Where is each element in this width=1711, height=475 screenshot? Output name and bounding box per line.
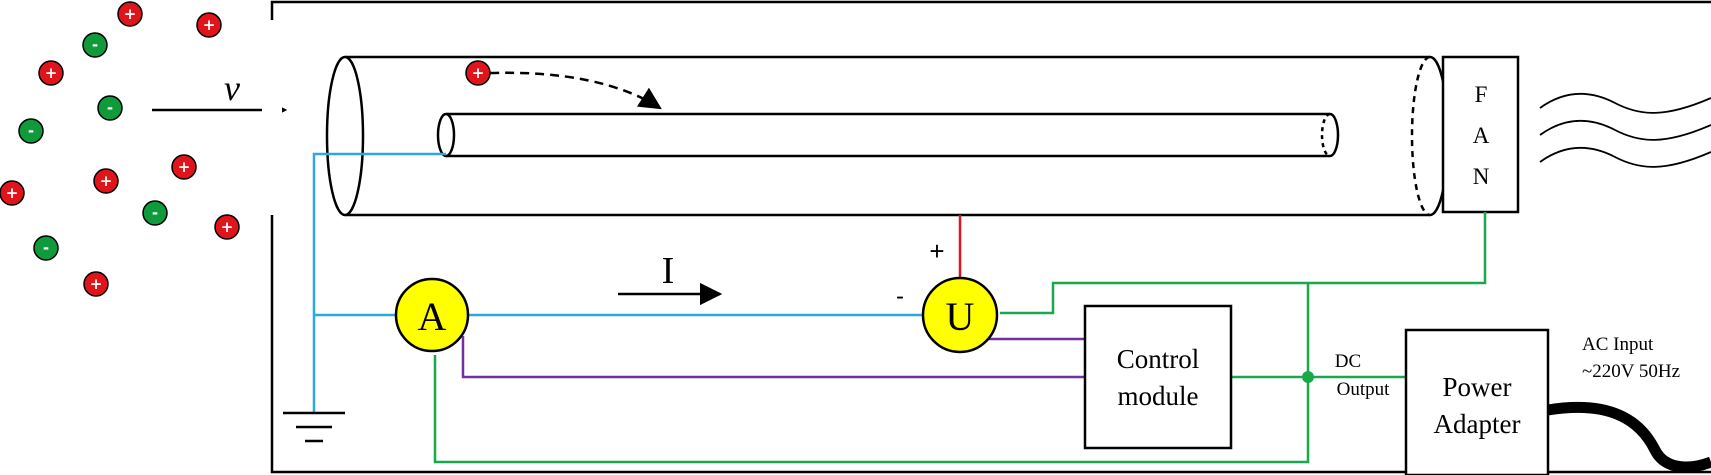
ion-sign: - xyxy=(107,99,113,117)
inner-cylinder-hidden-edge xyxy=(1320,112,1331,158)
ion-sign: + xyxy=(100,172,113,190)
positive-ion: + xyxy=(93,168,119,194)
control-module-line2: module xyxy=(1118,381,1199,411)
fan-box xyxy=(1441,55,1520,214)
ion-sign: - xyxy=(92,36,98,54)
outer-cylinder-hidden-edge xyxy=(1410,55,1431,217)
voltage-source xyxy=(921,276,999,354)
signal-wiring xyxy=(312,152,922,413)
voltage-source-label: U xyxy=(946,294,975,339)
inner-cylinder-outlet xyxy=(1329,112,1340,158)
ammeter xyxy=(394,277,470,353)
power-adapter-line1: Power xyxy=(1443,372,1512,402)
dc-output-line2: Output xyxy=(1337,379,1391,400)
dc-output-line1: DC xyxy=(1335,351,1361,372)
ion-sign: + xyxy=(90,275,103,293)
positive-ion: + xyxy=(171,154,197,180)
ion-sign: - xyxy=(43,239,49,257)
junction-dot xyxy=(1302,371,1314,383)
ion-sign: + xyxy=(124,5,137,23)
fan-letter-n: N xyxy=(1473,164,1490,189)
control-module-line1: Control xyxy=(1117,344,1200,374)
enclosure-box xyxy=(270,0,1711,474)
exhaust-wave-3 xyxy=(1539,146,1711,168)
negative-ion: - xyxy=(18,118,44,144)
negative-ion: - xyxy=(142,200,168,226)
fan-letter-f: F xyxy=(1475,82,1488,107)
minus-terminal-label: - xyxy=(896,283,904,310)
control-module-box xyxy=(1083,304,1233,450)
air-inlet-gap xyxy=(262,20,282,215)
ion-sign: + xyxy=(203,16,216,34)
ground-symbol xyxy=(283,411,345,443)
negative-ion: - xyxy=(82,32,108,58)
current-label: I xyxy=(662,250,675,292)
ion-sign: - xyxy=(28,122,34,140)
ac-power-cable xyxy=(1547,401,1711,473)
trajectory-ion: + xyxy=(465,60,491,86)
exhaust-wave-1 xyxy=(1539,92,1711,114)
ion-sign: + xyxy=(6,184,19,202)
ammeter-label: A xyxy=(418,294,447,339)
power-adapter-line2: Adapter xyxy=(1434,409,1521,439)
exhaust-wave-2 xyxy=(1539,119,1711,141)
trajectory-ion-sign: + xyxy=(472,64,485,82)
ion-sign: + xyxy=(45,64,58,82)
negative-ion: - xyxy=(97,95,123,121)
velocity-label: v xyxy=(224,68,240,108)
ac-input-line1: AC Input xyxy=(1582,334,1654,355)
ion-sign: + xyxy=(178,158,191,176)
fan-letter-a: A xyxy=(1473,123,1490,148)
power-adapter-box xyxy=(1404,328,1550,475)
positive-ion: + xyxy=(0,180,25,206)
negative-ion: - xyxy=(33,235,59,261)
positive-ion: + xyxy=(117,1,143,27)
positive-ion: + xyxy=(83,271,109,297)
ion-sign: + xyxy=(221,218,234,236)
ion-trajectory-arrow xyxy=(489,71,662,110)
ac-input-line2: ~220V 50Hz xyxy=(1582,361,1680,382)
inner-cylinder-inlet xyxy=(436,112,456,158)
air-ions: + + - + - - + + + - + - + xyxy=(0,1,240,297)
plus-terminal-label: + xyxy=(929,236,944,266)
positive-ion: + xyxy=(196,12,222,38)
ion-sign: - xyxy=(152,204,158,222)
control-wiring xyxy=(461,336,1085,379)
positive-ion: + xyxy=(214,214,240,240)
outer-cylinder-inlet xyxy=(325,55,365,217)
positive-ion: + xyxy=(38,60,64,86)
